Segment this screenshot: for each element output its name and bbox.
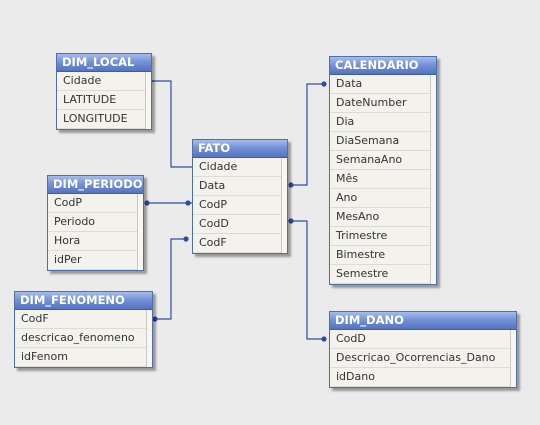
field-row[interactable]: Cidade <box>57 72 151 91</box>
scrollbar[interactable] <box>430 75 436 284</box>
field-row[interactable]: idDano <box>330 368 516 387</box>
field-row[interactable]: CodP <box>193 196 287 215</box>
field-row[interactable]: Trimestre <box>330 227 436 246</box>
field-row[interactable]: idFenom <box>15 348 152 367</box>
table-fato[interactable]: FATO Cidade Data CodP CodD CodF <box>192 139 288 254</box>
table-dim-dano[interactable]: DIM_DANO CodD Descricao_Ocorrencias_Dano… <box>329 311 517 388</box>
scrollbar[interactable] <box>145 72 151 129</box>
table-title[interactable]: FATO <box>193 140 287 158</box>
field-row[interactable]: Descricao_Ocorrencias_Dano <box>330 349 516 368</box>
field-row[interactable]: Dia <box>330 113 436 132</box>
link-fato-dano <box>291 220 324 340</box>
field-row[interactable]: Data <box>330 75 436 94</box>
field-row[interactable]: Hora <box>48 232 143 251</box>
scrollbar[interactable] <box>137 194 143 270</box>
field-row[interactable]: Periodo <box>48 213 143 232</box>
field-row[interactable]: DateNumber <box>330 94 436 113</box>
field-row[interactable]: MesAno <box>330 208 436 227</box>
table-title[interactable]: DIM_FENOMENO <box>15 292 152 310</box>
field-row[interactable]: CodD <box>193 215 287 234</box>
field-row[interactable]: Mês <box>330 170 436 189</box>
field-row[interactable]: LATITUDE <box>57 91 151 110</box>
table-title[interactable]: DIM_LOCAL <box>57 54 151 72</box>
field-row[interactable]: Semestre <box>330 265 436 284</box>
link-fato-calendario <box>291 83 324 186</box>
scrollbar[interactable] <box>281 158 287 253</box>
link-local-fato <box>150 80 192 168</box>
field-row[interactable]: CodD <box>330 330 516 349</box>
field-row[interactable]: SemanaAno <box>330 151 436 170</box>
table-title[interactable]: DIM_PERIODO <box>48 176 143 194</box>
table-dim-fenomeno[interactable]: DIM_FENOMENO CodF descricao_fenomeno idF… <box>14 291 153 368</box>
table-title[interactable]: DIM_DANO <box>330 312 516 330</box>
field-row[interactable]: descricao_fenomeno <box>15 329 152 348</box>
table-title[interactable]: CALENDARIO <box>330 57 436 75</box>
table-dim-local[interactable]: DIM_LOCAL Cidade LATITUDE LONGITUDE <box>56 53 152 130</box>
field-row[interactable]: LONGITUDE <box>57 110 151 129</box>
table-calendario[interactable]: CALENDARIO Data DateNumber Dia DiaSemana… <box>329 56 437 285</box>
field-row[interactable]: Bimestre <box>330 246 436 265</box>
scrollbar[interactable] <box>510 330 516 387</box>
scrollbar[interactable] <box>146 310 152 367</box>
field-row[interactable]: idPer <box>48 251 143 270</box>
table-dim-periodo[interactable]: DIM_PERIODO CodP Periodo Hora idPer <box>47 175 144 271</box>
link-fenomeno-fato <box>155 238 186 320</box>
field-row[interactable]: CodP <box>48 194 143 213</box>
field-row[interactable]: Data <box>193 177 287 196</box>
field-row[interactable]: Cidade <box>193 158 287 177</box>
field-row[interactable]: CodF <box>15 310 152 329</box>
field-row[interactable]: DiaSemana <box>330 132 436 151</box>
field-row[interactable]: CodF <box>193 234 287 253</box>
field-row[interactable]: Ano <box>330 189 436 208</box>
